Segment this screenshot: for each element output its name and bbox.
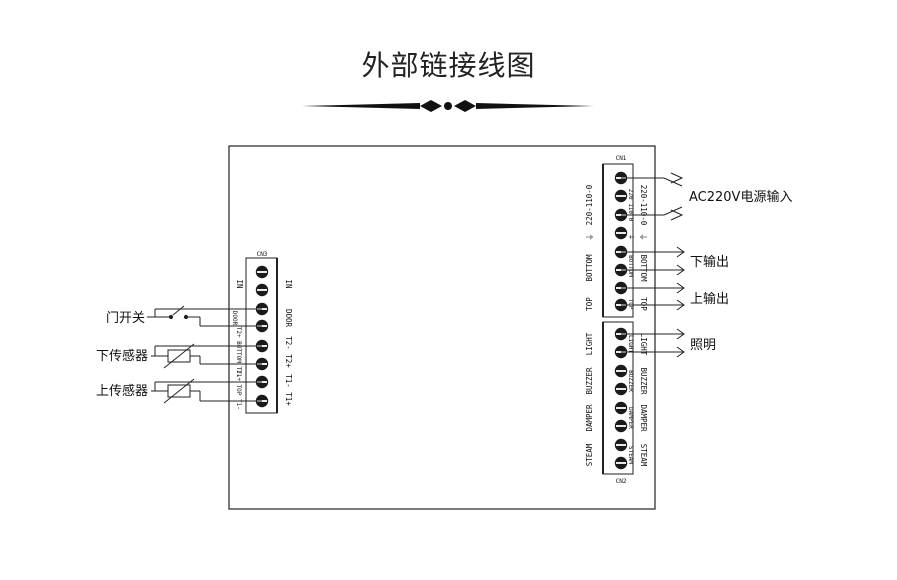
left-inner-label-top: T1+ TOP T1- xyxy=(235,370,242,410)
rb-right-label-light: LIGHT xyxy=(639,333,648,356)
rt-left-label-bottom: BOTTOM xyxy=(585,254,594,282)
page-title: 外部链接线图 xyxy=(361,49,536,82)
right-top-connector-pin-slot-2 xyxy=(616,195,626,197)
right-bottom-connector-pin-slot-4 xyxy=(616,388,626,390)
ac-input-label: AC220V电源输入 xyxy=(689,189,792,205)
rb-inner-label-light: LIGHT xyxy=(627,335,634,353)
left-outer-label-door: DOOR xyxy=(284,309,293,328)
controller-board xyxy=(228,145,656,510)
lower-sensor-wiring xyxy=(151,343,262,369)
right-bottom-connector-id: CN2 xyxy=(616,478,627,485)
rt-left-label-ground: ⏚ xyxy=(585,233,594,241)
left-outer-label-in: IN xyxy=(284,279,293,288)
rb-left-label-light: LIGHT xyxy=(585,332,594,355)
right-top-connector-pin-slot-4 xyxy=(616,232,626,234)
upper-sensor-wiring xyxy=(151,378,262,404)
left-outer-label-t1: T1- T1+ xyxy=(284,374,293,406)
rb-inner-label-damper: DAMPER xyxy=(627,407,634,429)
rb-left-label-buzzer: BUZZER xyxy=(585,367,594,395)
left-inner-label-in: IN xyxy=(235,279,244,288)
rt-left-label-voltage: 220-110-0 xyxy=(585,184,594,225)
rt-right-label-top: TOP xyxy=(639,297,648,311)
rt-right-label-voltage: 220-110-0 xyxy=(639,185,648,226)
title-divider xyxy=(302,100,594,112)
bottom-output-wiring xyxy=(621,246,685,276)
top-output-label: 上输出 xyxy=(690,291,729,307)
right-bottom-connector-pin-slot-8 xyxy=(616,462,626,464)
right-top-connector-id: CN1 xyxy=(616,155,627,162)
left-connector-pin-slot-2 xyxy=(257,289,267,291)
right-bottom-connector: CN2 LIGHT BUZZER DAMPER STEAM LIGHT BUZZ… xyxy=(585,321,648,485)
rt-inner-label-voltage: 220 110 0 xyxy=(627,189,634,222)
rb-right-label-steam: STEAM xyxy=(639,444,648,467)
rt-right-label-bottom: BOTTOM xyxy=(639,254,648,282)
right-bottom-connector-pin-slot-6 xyxy=(616,425,626,427)
right-bottom-connector-pin-slot-7 xyxy=(616,444,626,446)
left-connector-pin-slot-1 xyxy=(257,271,267,273)
left-connector: CN3 IN DOOR T2- T2+ T1- T1+ IN DOOR T2+ … xyxy=(231,251,293,414)
left-inner-label-bottom: T2+ BOTTOM T2- xyxy=(235,327,242,378)
left-connector-id: CN3 xyxy=(257,251,268,258)
rb-right-label-damper: DAMPER xyxy=(639,404,648,432)
bottom-output-label: 下输出 xyxy=(690,254,729,270)
rt-inner-label-ground: ⏚ xyxy=(627,234,634,240)
rb-left-label-damper: DAMPER xyxy=(585,404,594,432)
rt-inner-label-bottom: BOTTOM xyxy=(627,255,634,277)
top-output-wiring xyxy=(621,282,685,311)
rt-right-label-ground: ⏚ xyxy=(639,233,648,241)
left-inner-label-door: DOOR xyxy=(231,311,238,326)
rb-left-label-steam: STEAM xyxy=(585,443,594,466)
rb-inner-label-steam: STEAM xyxy=(627,446,634,464)
lower-sensor-label: 下传感器 xyxy=(96,348,148,364)
rt-left-label-top: TOP xyxy=(585,297,594,311)
right-bottom-connector-pin-slot-5 xyxy=(616,407,626,409)
upper-sensor-label: 上传感器 xyxy=(96,383,148,399)
light-output-wiring xyxy=(621,328,685,358)
door-switch-label: 门开关 xyxy=(106,311,145,326)
rt-inner-label-top: TOP xyxy=(627,299,634,310)
right-top-connector: CN1 220-110-0 ⏚ BOTTOM TOP 220 110 0 ⏚ B… xyxy=(585,155,648,318)
rb-inner-label-buzzer: BUZZER xyxy=(627,370,634,392)
door-switch-wiring xyxy=(147,305,262,327)
left-outer-label-t2: T2- T2+ xyxy=(284,336,293,368)
right-bottom-connector-pin-slot-3 xyxy=(616,370,626,372)
light-output-label: 照明 xyxy=(690,338,716,353)
ac-input-wiring xyxy=(621,172,684,221)
rb-right-label-buzzer: BUZZER xyxy=(639,367,648,395)
